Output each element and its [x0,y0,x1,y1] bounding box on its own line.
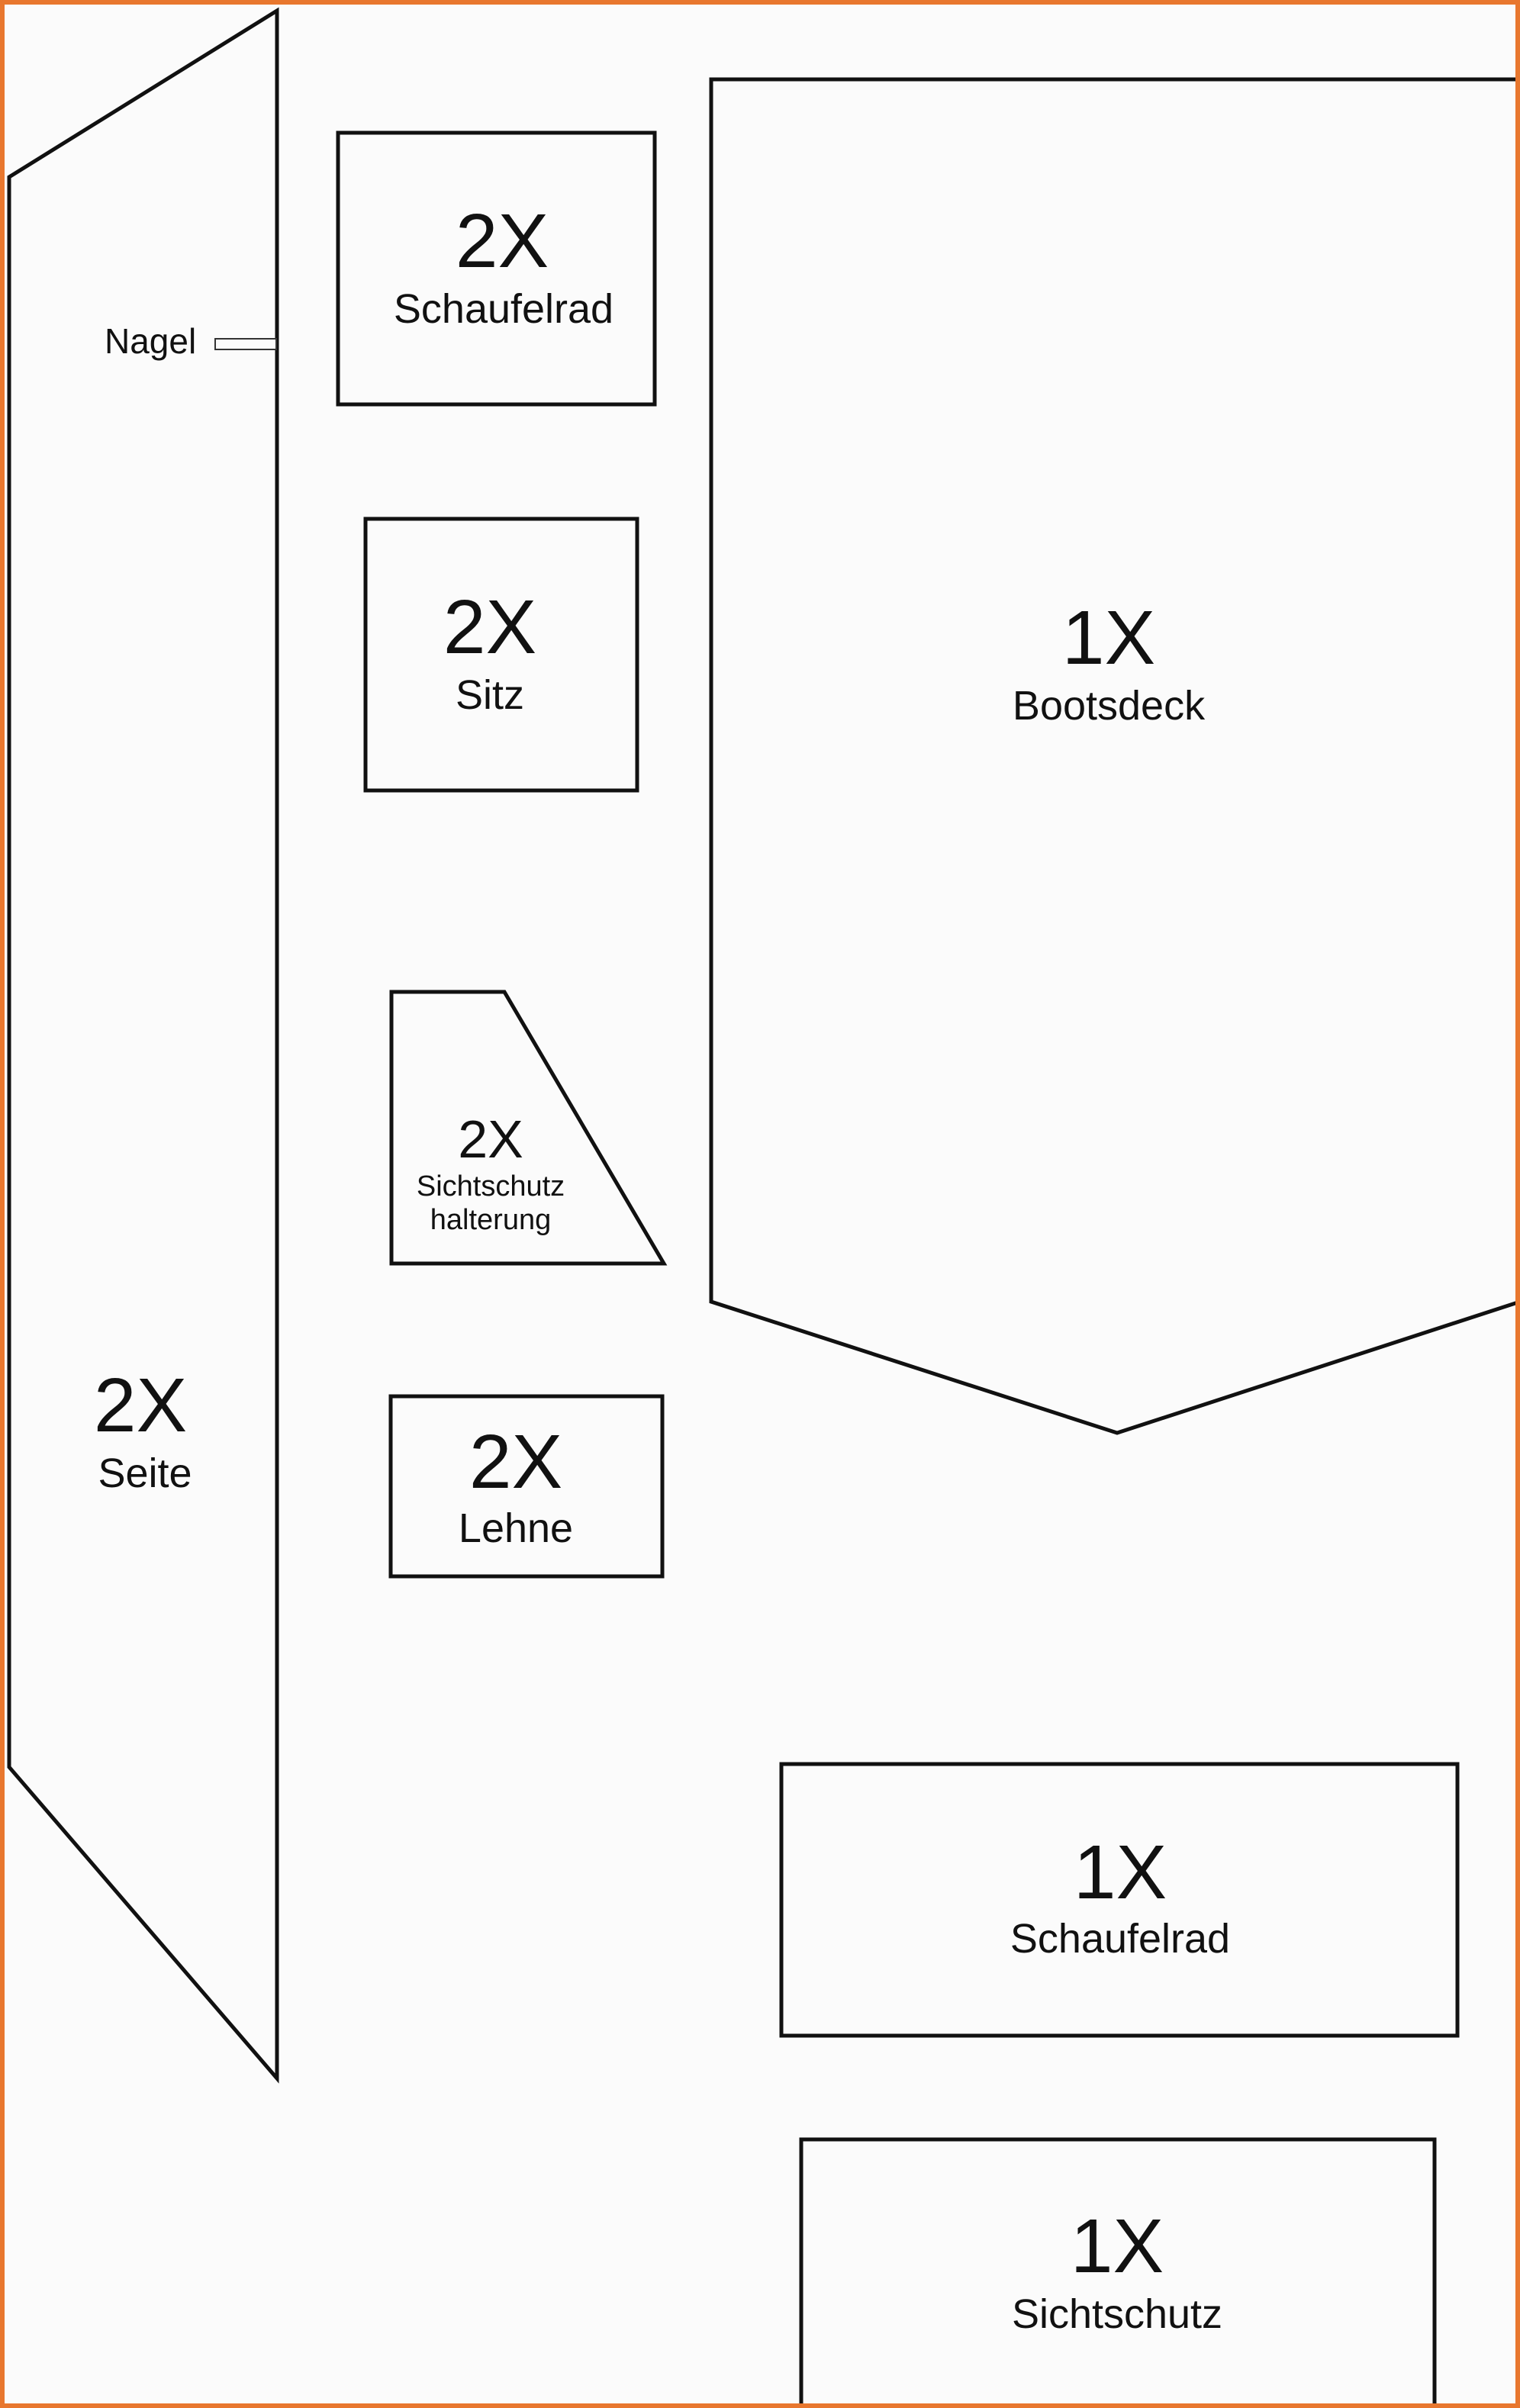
piece-lehne-outline [388,1394,665,1579]
schaufelrad-small-name: Schaufelrad [393,286,614,332]
sichtschutz-qty: 1X [1070,2204,1164,2289]
piece-schaufelrad-large-outline [779,1762,1460,2038]
halterung-name-line2: halterung [430,1204,552,1236]
halterung-qty: 2X [458,1109,523,1169]
sitz-name: Sitz [455,672,525,718]
piece-bootsdeck-outline [709,77,1515,1435]
bootsdeck-qty: 1X [1061,595,1156,681]
schaufelrad-small-qty: 2X [455,198,549,284]
nagel-label: Nagel [105,321,197,361]
bootsdeck-name: Bootsdeck [1012,683,1206,729]
sitz-qty: 2X [443,584,537,670]
halterung-name-line1: Sichtschutz [416,1170,565,1202]
seite-qty: 2X [93,1363,188,1448]
schaufelrad-large-name: Schaufelrad [1010,1916,1231,1962]
nail-marker [214,338,277,350]
seite-name: Seite [98,1450,192,1496]
sichtschutz-name: Sichtschutz [1011,2291,1223,2337]
lehne-qty: 2X [469,1419,563,1505]
piece-schaufelrad-small-outline [336,130,657,407]
piece-halterung-outline [389,990,668,1266]
lehne-name: Lehne [458,1505,574,1551]
piece-seite-outline [7,7,279,2084]
cutout-shapes [7,7,1515,2403]
schaufelrad-large-qty: 1X [1073,1830,1167,1915]
piece-sichtschutz-outline [799,2137,1437,2403]
piece-sitz-outline [363,517,639,793]
